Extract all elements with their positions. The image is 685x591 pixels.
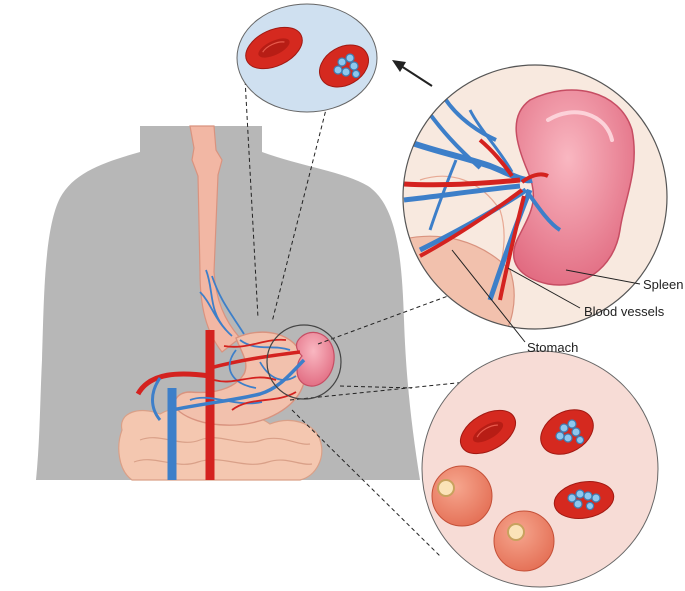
label-leaders <box>451 249 641 343</box>
spleen-closeup-inset <box>402 64 668 330</box>
spleen-label: Spleen <box>643 277 683 292</box>
infected-cell-round <box>493 510 555 572</box>
arrow-up-left-icon <box>392 60 433 87</box>
closeup-arteries <box>403 138 549 301</box>
callout-lines <box>243 59 487 557</box>
vessel-network <box>189 269 297 411</box>
red-blood-cell-healthy <box>460 409 516 455</box>
red-blood-cell-healthy <box>245 26 303 70</box>
parasite-cluster <box>333 53 361 79</box>
infected-cell-round <box>431 465 493 527</box>
stomach-label: Stomach <box>527 340 578 355</box>
blood-vessels-label: Blood vessels <box>584 304 665 319</box>
spleen-focus-circle <box>266 324 342 400</box>
bottom-inset <box>421 350 659 588</box>
top-inset <box>236 3 378 113</box>
red-blood-cell-infected <box>553 481 615 519</box>
major-vessels <box>135 330 306 480</box>
red-blood-cell-infected <box>540 409 594 455</box>
body-silhouette <box>36 126 420 480</box>
